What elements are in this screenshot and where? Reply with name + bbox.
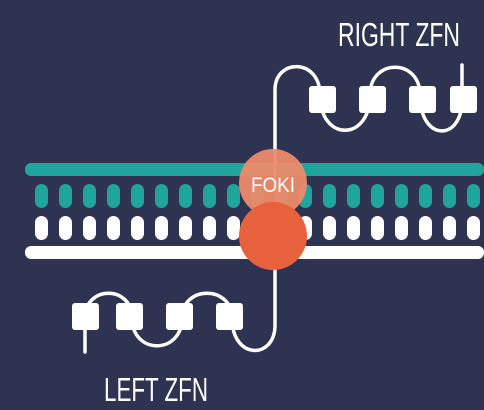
dna-base-top — [59, 184, 72, 208]
dna-base-top — [323, 184, 336, 208]
dna-base-bottom — [371, 216, 384, 240]
dna-base-bottom — [131, 216, 144, 240]
left-zinc-finger-4 — [216, 303, 243, 330]
fok1-nuclease-bottom — [239, 202, 307, 270]
dna-base-bottom — [347, 216, 360, 240]
right-zinc-finger-3 — [409, 86, 436, 113]
dna-base-top — [467, 184, 480, 208]
dna-base-top — [443, 184, 456, 208]
left-zinc-finger-1 — [72, 303, 99, 330]
dna-base-bottom — [227, 216, 240, 240]
dna-base-top — [107, 184, 120, 208]
dna-base-top — [179, 184, 192, 208]
dna-base-top — [35, 184, 48, 208]
dna-base-top — [419, 184, 432, 208]
dna-base-top — [83, 184, 96, 208]
dna-base-bottom — [179, 216, 192, 240]
dna-base-bottom — [395, 216, 408, 240]
dna-base-bottom — [203, 216, 216, 240]
left-zinc-finger-2 — [116, 303, 143, 330]
dna-base-bottom — [155, 216, 168, 240]
dna-base-bottom — [467, 216, 480, 240]
dna-base-bottom — [323, 216, 336, 240]
dna-base-bottom — [83, 216, 96, 240]
left-zfn-label: LEFT ZFN — [104, 371, 208, 408]
fok1-label: FOKI — [251, 174, 295, 197]
dna-base-bottom — [59, 216, 72, 240]
dna-base-top — [131, 184, 144, 208]
fok1-nuclease-top — [239, 149, 307, 217]
dna-base-top — [395, 184, 408, 208]
dna-base-bottom — [419, 216, 432, 240]
dna-base-bottom — [443, 216, 456, 240]
right-zfn-label: RIGHT ZFN — [338, 16, 460, 53]
dna-base-bottom — [35, 216, 48, 240]
right-zinc-finger-4 — [450, 86, 477, 113]
dna-base-bottom — [107, 216, 120, 240]
dna-base-top — [155, 184, 168, 208]
dna-top-bases — [35, 184, 480, 208]
dna-base-top — [227, 184, 240, 208]
left-zinc-finger-3 — [166, 303, 193, 330]
right-zinc-finger-2 — [359, 86, 386, 113]
dna-base-top — [347, 184, 360, 208]
dna-base-top — [371, 184, 384, 208]
right-zinc-finger-1 — [309, 86, 336, 113]
dna-base-top — [203, 184, 216, 208]
